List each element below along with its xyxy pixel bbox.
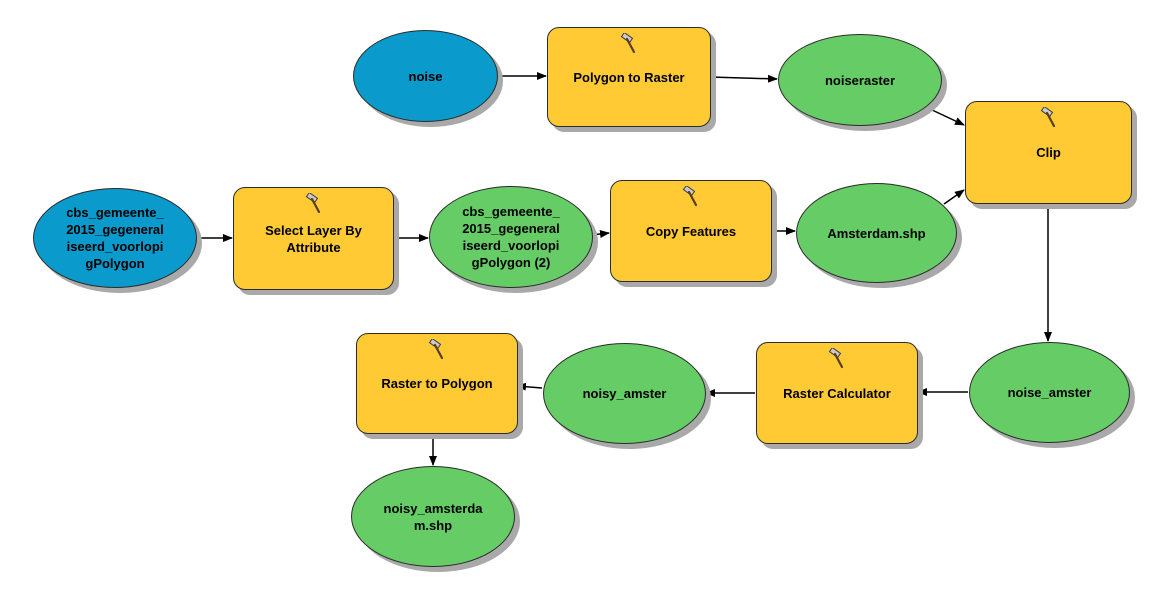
input-noise[interactable]: noise xyxy=(353,30,498,122)
output-amsterdam-shp[interactable]: Amsterdam.shp xyxy=(796,183,957,283)
tool-copy-features-label: Copy Features xyxy=(645,223,737,239)
connector-polygon-to-raster-to-noiseraster xyxy=(709,74,778,83)
output-noisy-amster[interactable]: noisy_amster xyxy=(543,343,706,444)
output-noisy-amsterdam-shp-label: noisy_amsterda m.shp xyxy=(383,500,483,533)
tool-raster-to-polygon[interactable]: Raster to Polygon xyxy=(356,333,518,434)
tool-clip[interactable]: Clip xyxy=(965,101,1132,204)
connector-amsterdam-to-clip xyxy=(943,189,965,205)
tool-clip-label: Clip xyxy=(1036,145,1061,160)
output-noise-amster-label: noise_amster xyxy=(1007,385,1092,400)
output-noise-amster[interactable]: noise_amster xyxy=(969,342,1130,443)
connector-cbs-copy-to-copy-features xyxy=(590,230,610,238)
hammer-icon xyxy=(428,339,444,360)
hammer-icon xyxy=(1040,107,1055,128)
tool-copy-features[interactable]: Copy Features xyxy=(610,180,772,282)
tool-raster-to-polygon-label: Raster to Polygon xyxy=(381,376,493,391)
output-noiseraster[interactable]: noiseraster xyxy=(778,34,942,126)
hammer-icon xyxy=(682,186,698,207)
connector-noisy-amster-to-raster-to-polygon xyxy=(516,382,543,391)
output-noisy-amsterdam-shp[interactable]: noisy_amsterda m.shp xyxy=(351,466,515,567)
tool-select-layer-by-attribute-label: Select Layer By Attribute xyxy=(265,222,362,255)
tool-raster-calculator[interactable]: Raster Calculator xyxy=(756,342,918,444)
output-cbs-gemeente-2-label: cbs_gemeente_ 2015_gegeneral iseerd_voor… xyxy=(462,204,560,270)
output-noisy-amster-label: noisy_amster xyxy=(582,386,667,401)
tool-raster-calculator-label: Raster Calculator xyxy=(783,385,891,401)
tool-select-layer-by-attribute[interactable]: Select Layer By Attribute xyxy=(233,187,394,290)
hammer-icon xyxy=(828,348,844,369)
hammer-icon xyxy=(305,193,320,214)
tool-polygon-to-raster-label: Polygon to Raster xyxy=(573,69,685,85)
output-noiseraster-label: noiseraster xyxy=(824,72,896,88)
input-noise-label: noise xyxy=(408,68,443,84)
tool-polygon-to-raster[interactable]: Polygon to Raster xyxy=(547,27,711,127)
output-cbs-gemeente-2[interactable]: cbs_gemeente_ 2015_gegeneral iseerd_voor… xyxy=(429,186,593,288)
connector-noiseraster-to-clip xyxy=(929,108,965,126)
input-cbs-gemeente[interactable]: cbs_gemeente_ 2015_gegeneral iseerd_voor… xyxy=(33,188,197,288)
hammer-icon xyxy=(620,33,636,54)
input-cbs-gemeente-label: cbs_gemeente_ 2015_gegeneral iseerd_voor… xyxy=(66,205,164,271)
output-amsterdam-shp-label: Amsterdam.shp xyxy=(827,225,926,241)
